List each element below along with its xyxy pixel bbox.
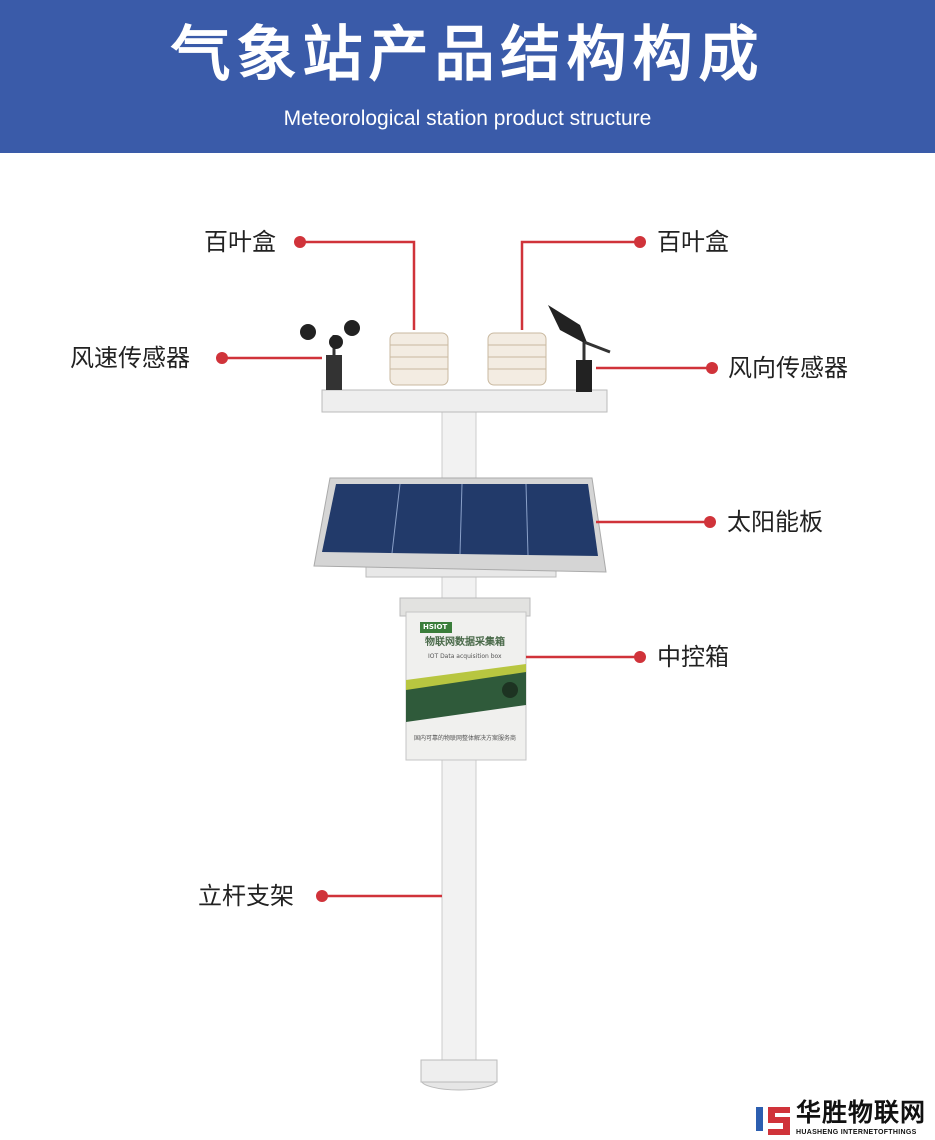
label-control-box: 中控箱 (657, 643, 729, 671)
control-box-footer: 国内可靠的物联网整体解决方案服务商 (414, 735, 517, 742)
control-box-subtitle: IOT Data acquisition box (428, 653, 502, 660)
callout-dots (216, 236, 718, 902)
control-box (399, 597, 531, 761)
label-louver-box-left: 百叶盒 (204, 228, 276, 256)
louver-box-right (487, 332, 547, 386)
label-wind-speed-sensor: 风速传感器 (70, 344, 190, 372)
label-pole: 立杆支架 (198, 882, 294, 910)
logo-name-cn: 华胜物联网 (796, 1098, 927, 1127)
page-title: 气象站产品结构构成 (170, 20, 765, 90)
label-louver-box-right: 百叶盒 (657, 228, 729, 256)
label-solar-panel: 太阳能板 (727, 508, 823, 536)
header-banner: 气象站产品结构构成 Meteorological station product… (0, 0, 935, 153)
callout-lines (222, 240, 712, 898)
label-wind-direction-sensor: 风向传感器 (728, 354, 848, 382)
solar-panel (313, 477, 607, 578)
hs-logo-icon (756, 1107, 790, 1135)
louver-box-left (389, 332, 449, 386)
control-box-title: 物联网数据采集箱 (425, 637, 505, 648)
control-box-brand: HSIOT (423, 623, 448, 631)
wind-speed-sensor (300, 320, 360, 390)
crossarm (321, 389, 608, 413)
brand-logo: 华胜物联网 HUASHENG INTERNETOFTHINGS (752, 1099, 935, 1140)
wind-direction-sensor (548, 305, 611, 392)
page-subtitle: Meteorological station product structure (283, 107, 652, 130)
logo-name-en: HUASHENG INTERNETOFTHINGS (796, 1129, 917, 1136)
